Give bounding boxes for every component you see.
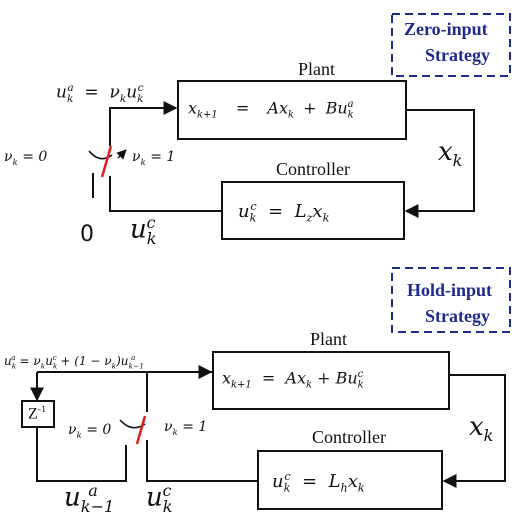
strategy-title-line2-bottom: Strategy	[425, 306, 490, 326]
controller-equation-bottom: ukc = Lhxk	[272, 470, 365, 495]
held-input-label: uk−1a	[64, 481, 115, 516]
control-signal-label-bottom: ukc	[146, 481, 173, 516]
control-signal-label-top: ukc	[130, 213, 157, 248]
zero-input-strategy-box	[391, 13, 511, 77]
controller-title-top: Controller	[276, 159, 350, 179]
state-label-bottom: xk	[469, 412, 494, 446]
switch-lever-bottom	[135, 415, 147, 445]
plant-block-bottom	[212, 351, 450, 410]
switch-arrow-top	[116, 149, 127, 160]
plant-equation-top: xk+1 = Axk + Buka	[188, 98, 354, 121]
switch-off-label-bottom: νk = 0	[68, 422, 112, 441]
state-label-top: xk	[438, 137, 463, 171]
switch-arc-top	[88, 150, 113, 160]
actuator-equation-top: uka = νkukc	[56, 82, 144, 106]
state-feedback-line-bottom	[442, 374, 506, 488]
switch-off-label-top: νk = 0	[4, 149, 48, 168]
actuator-signal-line-top	[109, 101, 178, 146]
zero-input-label: 0	[80, 222, 94, 247]
delay-block	[21, 400, 55, 428]
strategy-title-line1-top: Zero-input	[404, 19, 488, 39]
switch-lever-top	[100, 145, 113, 178]
delay-block-label: Z-1	[28, 404, 47, 423]
state-feedback-line-top	[404, 109, 475, 218]
controller-equation-top: ukc = Lzxk	[238, 200, 330, 225]
switch-on-label-bottom: νk = 1	[164, 419, 208, 438]
control-output-line-bottom	[146, 440, 258, 482]
control-output-line-top	[109, 176, 222, 212]
hold-input-strategy-box	[391, 267, 511, 333]
switch-on-label-top: νk = 1	[132, 149, 176, 168]
strategy-title-line1-bottom: Hold-input	[407, 280, 493, 300]
plant-title-top: Plant	[298, 59, 336, 79]
controller-title-bottom: Controller	[312, 427, 386, 447]
delay-output-line	[36, 427, 127, 482]
strategy-title-line2-top: Strategy	[425, 45, 490, 65]
actuator-equation-bottom: uka = νkukc + (1 − νk)uk−1a	[4, 353, 145, 371]
plant-title-bottom: Plant	[310, 329, 348, 349]
plant-equation-bottom: xk+1 = Axk + Bukc	[222, 368, 364, 391]
